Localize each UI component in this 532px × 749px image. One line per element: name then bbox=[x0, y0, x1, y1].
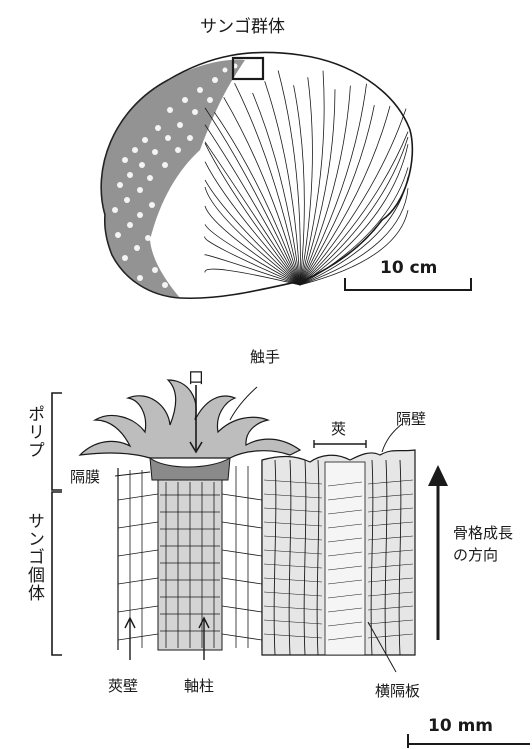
label-polyp: ポリプ bbox=[22, 405, 47, 459]
corallite-skeleton bbox=[262, 450, 415, 655]
scale-label-cm: 10 cm bbox=[380, 258, 437, 278]
porous-surface bbox=[101, 60, 245, 298]
polyp-tentacles bbox=[80, 380, 300, 458]
bracket-polyp bbox=[52, 393, 62, 490]
coral-colony-illustration bbox=[101, 52, 412, 298]
corallite-ridges bbox=[205, 71, 408, 285]
growth-direction-arrow bbox=[428, 465, 448, 640]
label-theca: 莢壁 bbox=[108, 675, 138, 696]
label-corallite: サンゴ個体 bbox=[22, 512, 47, 602]
label-growth-direction: 骨格成長の方向 bbox=[453, 522, 523, 566]
colony-title: サンゴ群体 bbox=[200, 12, 285, 37]
label-mouth: 口 bbox=[188, 364, 204, 388]
label-columella: 軸柱 bbox=[184, 675, 214, 696]
oral-disc bbox=[150, 458, 230, 480]
label-septum: 隔壁 bbox=[396, 408, 426, 429]
label-mesentery: 隔膜 bbox=[70, 466, 100, 487]
bracket-corallite bbox=[52, 492, 62, 655]
scale-label-mm: 10 mm bbox=[428, 716, 493, 736]
calyx-bracket bbox=[314, 440, 366, 448]
calyx-center bbox=[325, 462, 365, 655]
scale-bar-cm bbox=[345, 278, 471, 290]
scale-bar-mm bbox=[408, 734, 530, 748]
label-dissepiment: 横隔板 bbox=[375, 680, 420, 701]
label-tentacle: 触手 bbox=[250, 346, 280, 367]
label-calyx: 莢 bbox=[331, 418, 346, 439]
